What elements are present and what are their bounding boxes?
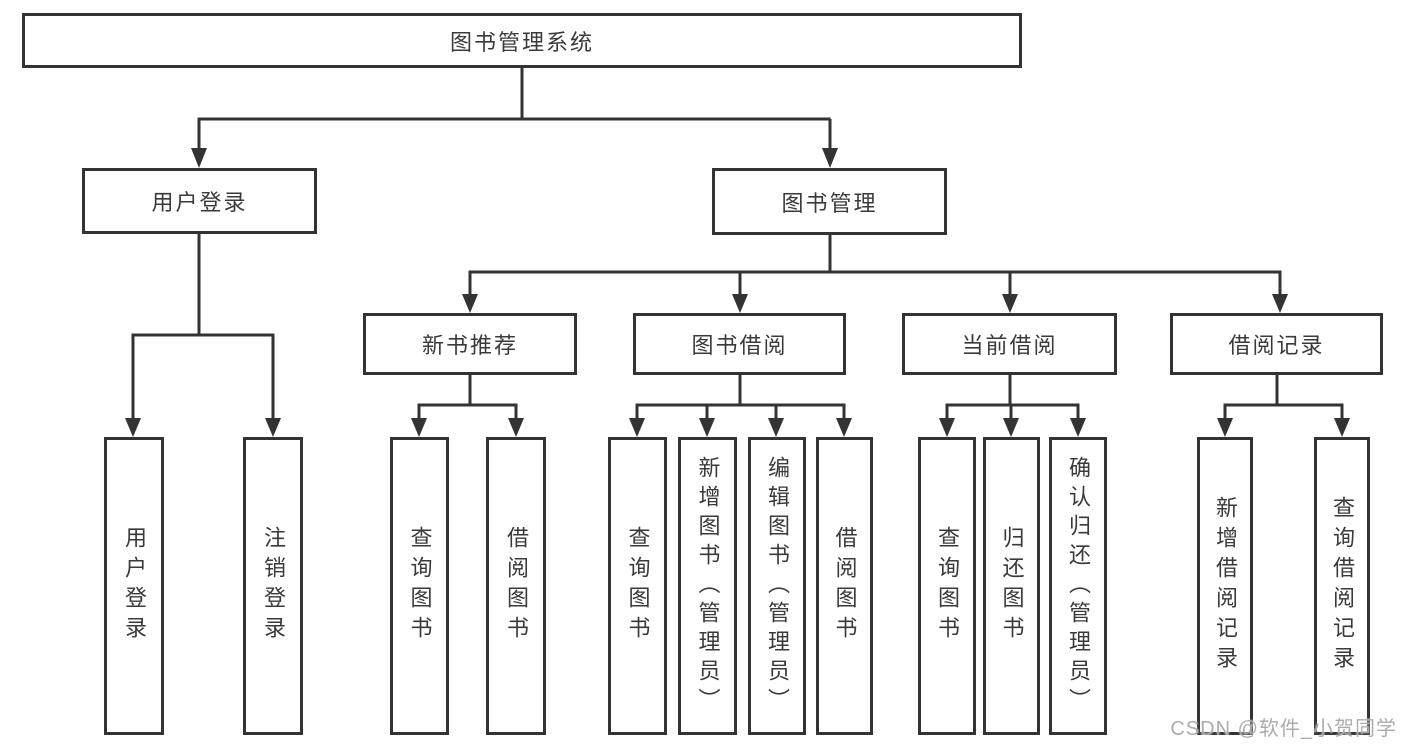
node-label: 借阅图书 xyxy=(832,526,858,646)
node-new-book-recommend: 新书推荐 xyxy=(363,313,577,375)
leaf-return-book: 归还图书 xyxy=(983,437,1040,735)
leaf-confirm-return-admin: 确认归还（管理员） xyxy=(1049,437,1107,735)
node-label: 当前借阅 xyxy=(961,333,1058,358)
node-label: 图书借阅 xyxy=(691,333,788,358)
leaf-add-borrow-record: 新增借阅记录 xyxy=(1197,437,1253,735)
node-label: 查询图书 xyxy=(935,526,960,646)
node-current-borrowing: 当前借阅 xyxy=(902,313,1117,375)
leaf-query-books-current: 查询图书 xyxy=(918,437,976,735)
leaf-add-book-admin: 新增图书（管理员） xyxy=(678,437,737,735)
node-label: 新增图书（管理员） xyxy=(695,455,721,717)
node-library-management-system: 图书管理系统 xyxy=(22,13,1022,68)
leaf-logout: 注销登录 xyxy=(243,437,303,735)
leaf-user-login: 用户登录 xyxy=(104,437,164,735)
node-user-login: 用户登录 xyxy=(82,168,317,234)
node-book-borrowing: 图书借阅 xyxy=(633,313,846,375)
node-borrowing-records: 借阅记录 xyxy=(1170,313,1383,375)
leaf-query-books-recommend: 查询图书 xyxy=(390,437,449,735)
leaf-borrow-books-recommend: 借阅图书 xyxy=(486,437,546,735)
node-label: 图书管理 xyxy=(781,190,878,216)
csdn-watermark: CSDN @软件_小贺同学 xyxy=(1170,718,1397,740)
node-label: 编辑图书（管理员） xyxy=(765,455,790,717)
node-book-management: 图书管理 xyxy=(712,168,947,235)
arrowheads xyxy=(125,148,1350,437)
node-label: 确认归还（管理员） xyxy=(1066,455,1091,717)
leaf-query-books-borrow: 查询图书 xyxy=(608,437,667,735)
node-label: 注销登录 xyxy=(261,526,286,646)
node-label: 新书推荐 xyxy=(421,333,518,358)
node-label: 新增借阅记录 xyxy=(1213,496,1238,676)
node-label: 借阅图书 xyxy=(504,526,529,646)
node-label: 借阅记录 xyxy=(1228,333,1325,358)
leaf-edit-book-admin: 编辑图书（管理员） xyxy=(748,437,806,735)
node-label: 查询借阅记录 xyxy=(1330,496,1355,676)
node-label: 用户登录 xyxy=(151,190,248,215)
node-label: 归还图书 xyxy=(999,526,1025,646)
leaf-query-borrow-record: 查询借阅记录 xyxy=(1314,437,1370,735)
node-label: 图书管理系统 xyxy=(449,29,594,55)
node-label: 查询图书 xyxy=(407,526,433,646)
leaf-borrow-books: 借阅图书 xyxy=(816,437,873,735)
node-label: 查询图书 xyxy=(625,526,651,646)
node-label: 用户登录 xyxy=(122,526,147,646)
